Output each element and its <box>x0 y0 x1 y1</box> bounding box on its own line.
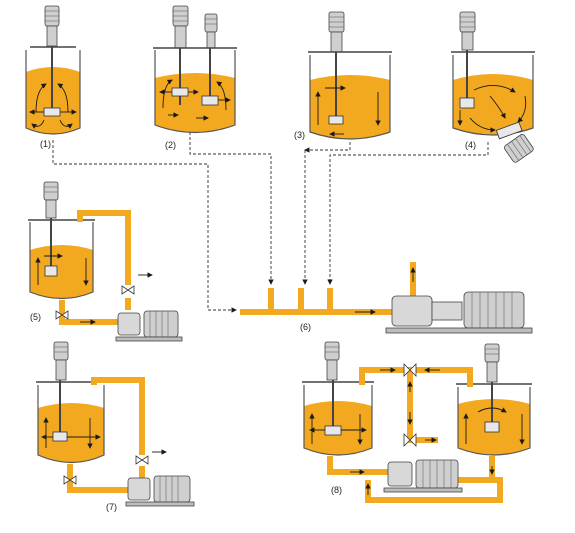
impeller-icon <box>171 87 189 97</box>
pump-icon <box>125 475 195 507</box>
recirculation-pipe <box>67 377 145 493</box>
valve-icon <box>63 455 149 485</box>
motor-icon <box>53 341 69 381</box>
label-6: (6) <box>300 322 311 332</box>
motor-icon <box>324 341 340 381</box>
label-4: (4) <box>465 140 476 150</box>
inline-mixer-6: (6) <box>240 262 533 334</box>
tank-8-system: (8) <box>302 341 532 503</box>
label-2: (2) <box>165 140 176 150</box>
impeller-icon <box>324 425 342 436</box>
impeller-icon <box>459 97 475 109</box>
impeller-icon <box>44 265 58 277</box>
motor-icon <box>44 5 60 47</box>
liquid-fill <box>38 403 104 463</box>
impeller-icon <box>52 431 68 442</box>
tank-2: (2) <box>153 5 237 150</box>
recirculation-pipe <box>59 210 131 325</box>
label-5: (5) <box>30 312 41 322</box>
disperser-icon <box>201 95 219 106</box>
tank-3: (3) <box>294 11 392 140</box>
motor-icon <box>204 13 218 49</box>
tank-5: (5) <box>28 181 183 342</box>
motor-icon <box>504 134 534 163</box>
motor-icon <box>43 181 59 219</box>
inline-mixer-icon <box>385 291 533 334</box>
label-1: (1) <box>40 139 51 149</box>
motor-icon <box>484 343 500 383</box>
tank-1: (1) <box>25 5 81 149</box>
liquid-fill <box>155 73 235 133</box>
manifold-pipe <box>240 262 416 315</box>
tank-7: (7) <box>36 341 195 512</box>
valve-icon <box>55 285 135 320</box>
motor-icon <box>459 11 476 51</box>
label-7: (7) <box>106 502 117 512</box>
valve-icon <box>403 363 417 447</box>
tank-4: (4) <box>451 11 535 163</box>
label-3: (3) <box>294 130 305 140</box>
anchor-impeller-icon <box>484 421 500 433</box>
motor-icon <box>328 11 345 53</box>
bottom-disperser-icon <box>495 121 523 140</box>
motor-icon <box>172 5 189 49</box>
liquid-fill <box>30 245 93 299</box>
anchor-impeller-icon <box>328 115 344 125</box>
pump-icon <box>383 459 463 493</box>
label-8: (8) <box>331 485 342 495</box>
pump-icon <box>115 310 183 342</box>
feed-lines <box>52 132 489 313</box>
impeller-icon <box>43 107 61 117</box>
